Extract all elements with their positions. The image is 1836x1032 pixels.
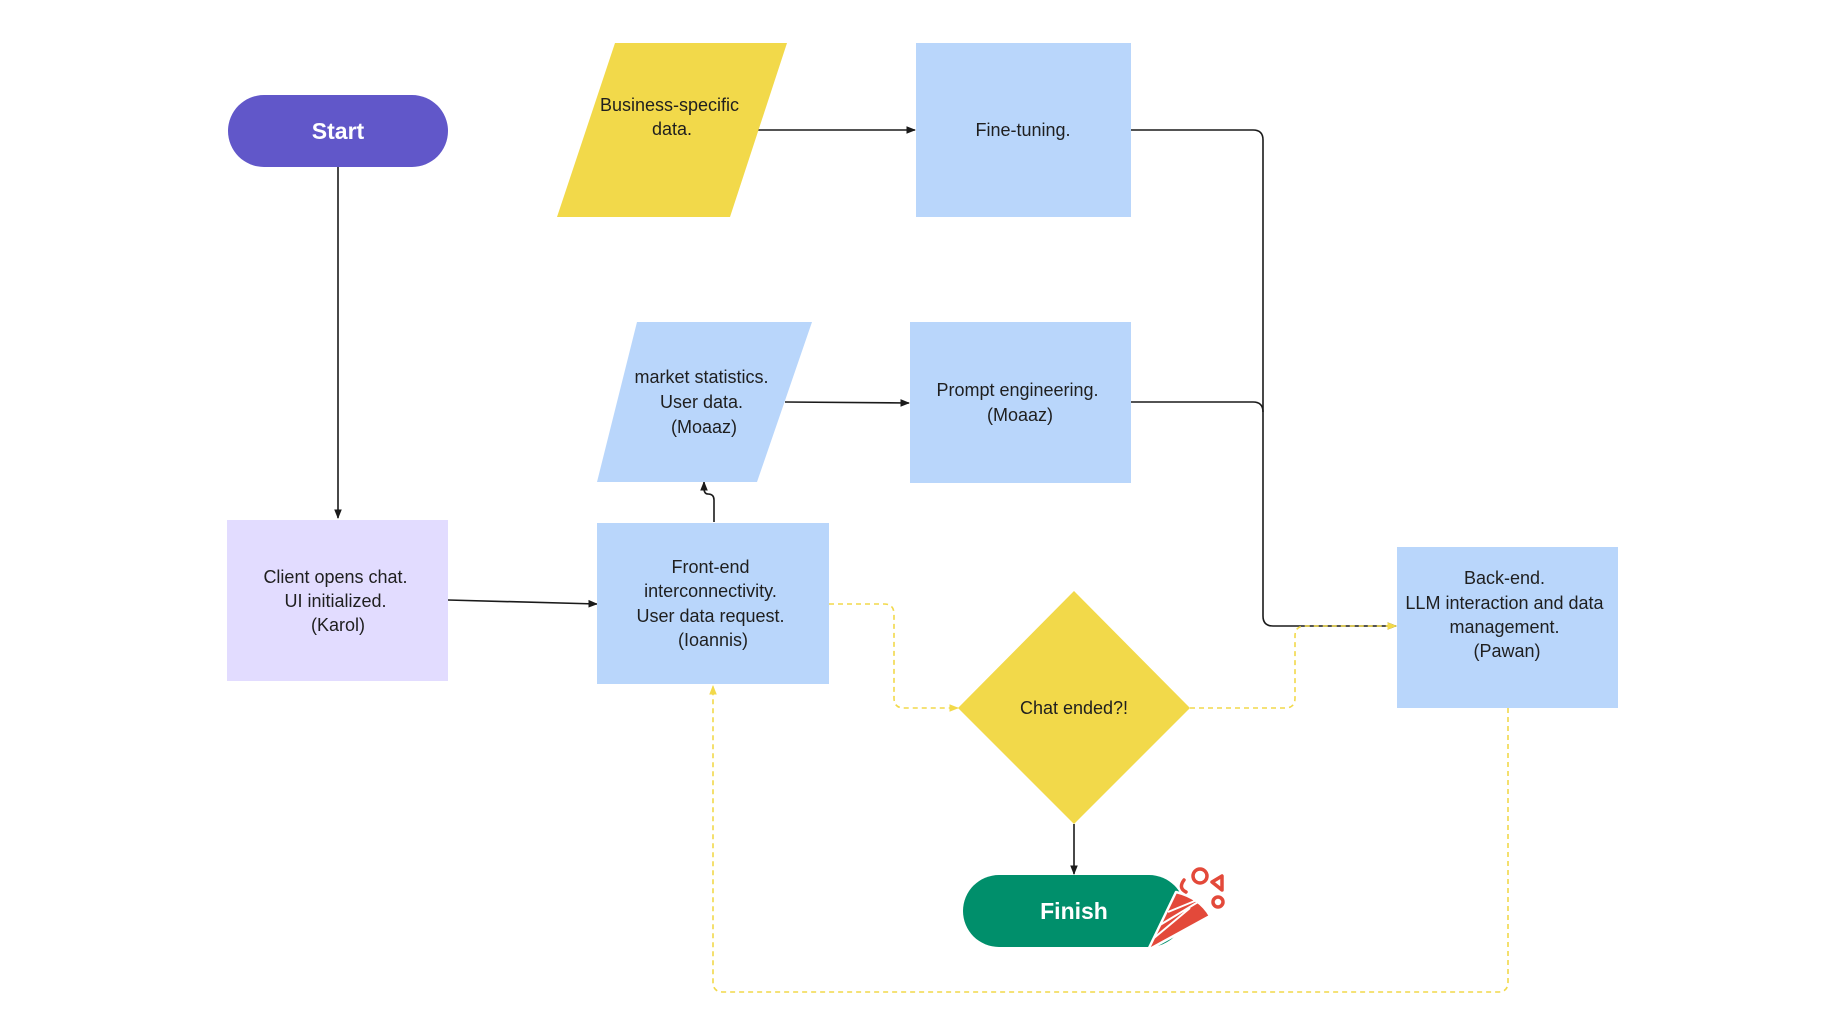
edge-frontend-to-market [700,481,715,522]
frontend-node: Front-end interconnectivity. User data r… [597,523,829,684]
fine-tuning-label: Fine-tuning. [975,120,1070,140]
party-popper-icon [1146,867,1225,952]
dashed-connectors [709,603,1509,993]
business-data-label: Business-specific data. [600,95,744,139]
client-node: Client opens chat. UI initialized. (Karo… [227,520,448,681]
edge-prompt-to-backend [1130,401,1264,413]
start-node: Start [228,95,448,167]
decision-node: Chat ended?! [958,591,1190,824]
edge-market-to-prompt [784,399,910,407]
client-label: Client opens chat. UI initialized. (Karo… [263,567,412,635]
prompt-engineering-node: Prompt engineering. (Moaaz) [910,322,1131,483]
business-data-node: Business-specific data. [557,43,787,217]
prompt-engineering-label: Prompt engineering. (Moaaz) [936,380,1103,425]
fine-tuning-node: Fine-tuning. [916,43,1131,217]
decision-label: Chat ended?! [1020,698,1128,718]
edge-finetuning-to-backend [1130,129,1397,630]
finish-node: Finish [963,875,1185,947]
market-data-label: market statistics. User data. (Moaaz) [634,367,773,437]
edge-client-to-frontend [447,599,598,608]
edge-frontend-to-decision [829,603,959,712]
edge-decision-to-backend [1190,622,1397,709]
backend-label: Back-end. LLM interaction and data manag… [1405,568,1608,661]
start-label: Start [312,118,365,144]
finish-label: Finish [1040,898,1108,924]
connectors [334,126,1397,875]
frontend-label: Front-end interconnectivity. User data r… [636,557,789,650]
market-data-node: market statistics. User data. (Moaaz) [597,322,812,482]
edge-backend-to-frontend [709,685,1509,993]
backend-node: Back-end. LLM interaction and data manag… [1397,547,1618,708]
